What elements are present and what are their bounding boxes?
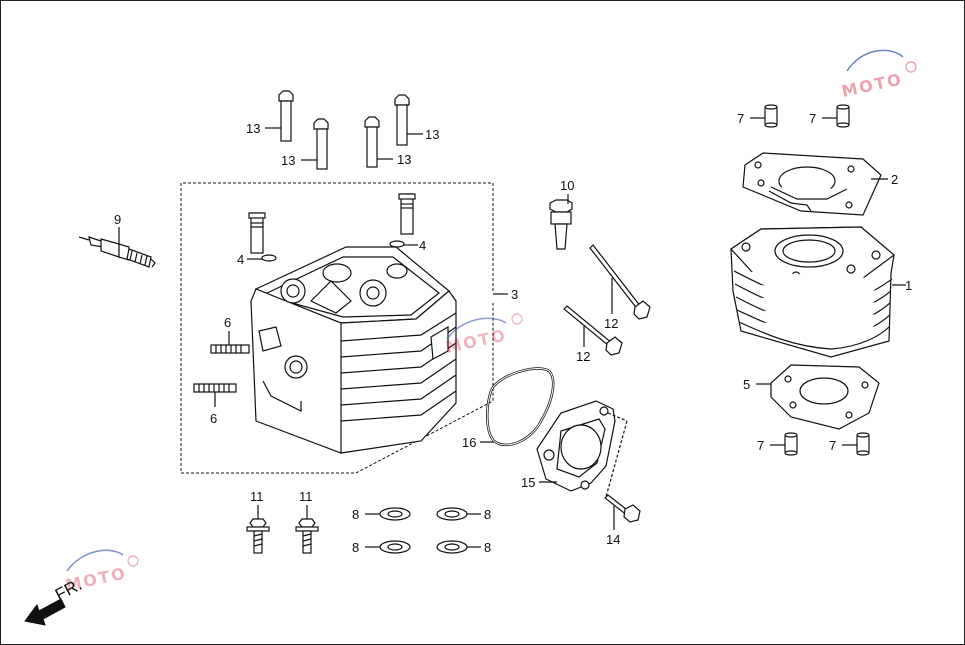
callout-8a: 8 [352, 507, 359, 522]
head-bolt-2 [313, 118, 329, 170]
o-ring-right [389, 240, 405, 248]
cam-cover [536, 400, 628, 498]
cover-bolt [604, 494, 641, 523]
watermark-text-1: MOTO [840, 69, 905, 100]
callout-6b: 6 [210, 411, 217, 426]
assembly-box [180, 182, 494, 474]
washer-1 [379, 507, 411, 521]
callout-9: 9 [114, 212, 121, 227]
dowel-pin-4 [856, 432, 870, 456]
stud-lower [193, 383, 237, 393]
dowel-pin-2 [836, 104, 850, 128]
long-bolt-lower [563, 305, 623, 356]
callout-13d: 13 [425, 127, 439, 142]
callout-2: 2 [891, 172, 898, 187]
callout-7c: 7 [757, 438, 764, 453]
callout-12a: 12 [604, 316, 618, 331]
callout-15: 15 [521, 475, 535, 490]
callout-5: 5 [743, 377, 750, 392]
head-gasket [742, 152, 882, 216]
callout-14: 14 [606, 532, 620, 547]
cap-bolt [549, 199, 573, 250]
flange-bolt-left [246, 518, 270, 554]
callout-16: 16 [462, 435, 476, 450]
callout-1: 1 [905, 278, 912, 293]
cylinder-block [730, 226, 895, 358]
dowel-pin-1 [764, 104, 778, 128]
washer-3 [379, 540, 411, 554]
washer-4 [436, 540, 468, 554]
flange-bolt-right [295, 518, 319, 554]
callout-4b: 4 [419, 238, 426, 253]
front-direction-indicator: FR. [24, 575, 85, 626]
callout-8b: 8 [484, 507, 491, 522]
callout-6a: 6 [224, 315, 231, 330]
head-bolt-4 [394, 94, 410, 146]
stud-upper [210, 344, 250, 354]
callout-13a: 13 [246, 121, 260, 136]
washer-2 [436, 507, 468, 521]
callout-4a: 4 [237, 252, 244, 267]
callout-10: 10 [560, 178, 574, 193]
valve-guide-left [248, 212, 266, 254]
head-bolt-1 [278, 90, 294, 142]
callout-8d: 8 [484, 540, 491, 555]
callout-13b: 13 [281, 153, 295, 168]
head-bolt-3 [364, 116, 380, 168]
o-ring-left [261, 254, 277, 262]
callout-7a: 7 [737, 111, 744, 126]
callout-11a: 11 [250, 489, 264, 504]
callout-7b: 7 [809, 111, 816, 126]
watermark-top-right: MOTO [840, 49, 917, 101]
valve-guide-right [398, 193, 416, 235]
cover-gasket [486, 367, 555, 447]
base-gasket [770, 364, 880, 430]
cylinder-head [250, 246, 457, 454]
long-bolt-upper [589, 244, 651, 320]
callout-13c: 13 [397, 152, 411, 167]
callout-12b: 12 [576, 349, 590, 364]
callout-8c: 8 [352, 540, 359, 555]
callout-3: 3 [511, 287, 518, 302]
callout-11b: 11 [299, 489, 313, 504]
callout-7d: 7 [829, 438, 836, 453]
arrow-down-left-icon [24, 598, 66, 626]
dowel-pin-3 [784, 432, 798, 456]
spark-plug [78, 236, 156, 268]
